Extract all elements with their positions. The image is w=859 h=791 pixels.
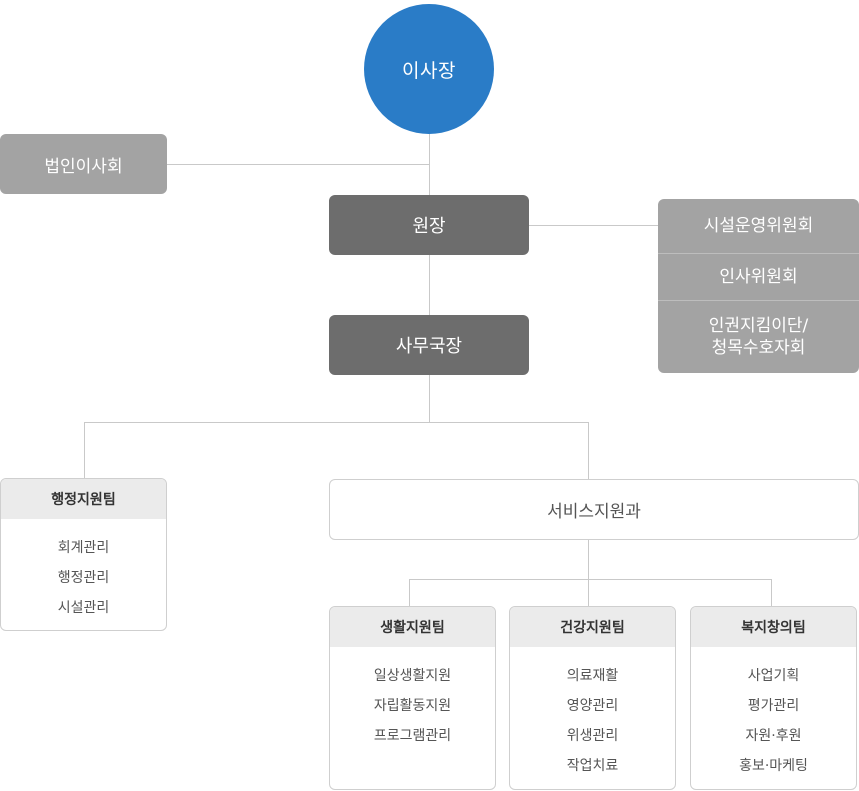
connector-admin-team (84, 422, 85, 478)
list-item: 위생관리 (566, 728, 619, 744)
connector-chairman-director (429, 134, 430, 195)
connector-director-committees (529, 225, 658, 226)
director-node: 원장 (329, 195, 529, 255)
list-item: 작업치료 (566, 758, 619, 774)
list-item: 일상생활지원 (373, 668, 452, 684)
team-list: 일상생활지원 자립활동지원 프로그램관리 (330, 647, 495, 751)
team-list: 사업기획 평가관리 자원·후원 홍보·마케팅 (691, 647, 856, 781)
admin-team-card: 행정지원팀 회계관리 행정관리 시설관리 (0, 478, 167, 631)
connector-team-health (588, 579, 589, 606)
committee-group: 시설운영위원회 인사위원회 인권지킴이단/ 청목수호자회 (658, 199, 859, 373)
team-card-life: 생활지원팀 일상생활지원 자립활동지원 프로그램관리 (329, 606, 496, 790)
committee-personnel-label: 인사위원회 (719, 266, 798, 287)
secretary-general-node: 사무국장 (329, 315, 529, 375)
admin-team-title: 행정지원팀 (1, 479, 166, 519)
chairman-node: 이사장 (364, 4, 494, 134)
committee-human-rights: 인권지킴이단/ 청목수호자회 (658, 301, 859, 373)
secretary-general-label: 사무국장 (395, 336, 463, 357)
service-dept-node: 서비스지원과 (329, 479, 859, 540)
list-item: 사업기획 (747, 668, 800, 684)
team-list: 의료재활 영양관리 위생관리 작업치료 (510, 647, 675, 781)
list-item: 자원·후원 (745, 728, 802, 744)
team-title: 복지창의팀 (691, 607, 856, 647)
committee-facility-operation-label: 시설운영위원회 (703, 215, 814, 236)
connector-director-secgen (429, 255, 430, 315)
board-node: 법인이사회 (0, 134, 167, 194)
admin-team-list: 회계관리 행정관리 시설관리 (1, 519, 166, 623)
team-title: 생활지원팀 (330, 607, 495, 647)
connector-board (167, 164, 429, 165)
committee-human-rights-line2: 청목수호자회 (711, 338, 806, 358)
board-label: 법인이사회 (44, 156, 123, 177)
team-card-welfare: 복지창의팀 사업기획 평가관리 자원·후원 홍보·마케팅 (690, 606, 857, 790)
committee-human-rights-line1: 인권지킴이단/ (708, 315, 809, 336)
list-item: 영양관리 (566, 698, 619, 714)
committee-personnel: 인사위원회 (658, 254, 859, 301)
list-item: 자립활동지원 (373, 698, 452, 714)
list-item: 홍보·마케팅 (739, 758, 808, 774)
connector-level2-horizontal (84, 422, 589, 423)
team-title: 건강지원팀 (510, 607, 675, 647)
list-item: 회계관리 (57, 540, 110, 556)
connector-secgen-down (429, 375, 430, 422)
list-item: 프로그램관리 (373, 728, 452, 744)
list-item: 행정관리 (57, 570, 110, 586)
connector-team-life (409, 579, 410, 606)
team-card-health: 건강지원팀 의료재활 영양관리 위생관리 작업치료 (509, 606, 676, 790)
director-label: 원장 (412, 216, 446, 237)
chairman-label: 이사장 (402, 59, 456, 82)
committee-facility-operation: 시설운영위원회 (658, 199, 859, 254)
connector-service-down (588, 538, 589, 579)
connector-service-dept (588, 422, 589, 479)
list-item: 의료재활 (566, 668, 619, 684)
connector-level3-horizontal (409, 579, 772, 580)
service-dept-label: 서비스지원과 (547, 502, 641, 522)
list-item: 평가관리 (747, 698, 800, 714)
connector-team-welfare (771, 579, 772, 606)
list-item: 시설관리 (57, 600, 110, 616)
